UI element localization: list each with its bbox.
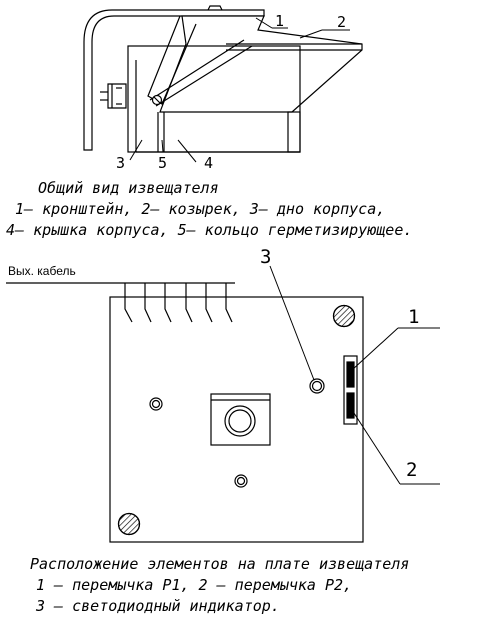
jumper-block [343,355,358,425]
callout-3-housing-bottom: 3 [116,154,125,172]
fig2-caption-line1: 1 – перемычка Р1, 2 – перемычка Р2, [36,576,352,594]
callout-2-visor: 2 [337,13,346,31]
callout-5-sealing-ring: 5 [158,154,167,172]
sensor-element [224,405,256,437]
detector-board-layout [6,265,440,543]
fig2-caption-line2: 3 – светодиодный индикатор. [35,597,280,615]
fig1-caption-line2: 4– крышка корпуса, 5– кольцо герметизиру… [6,221,412,239]
mounting-hole-bottom-left [117,512,141,536]
callout-3-led: 3 [260,246,271,268]
output-cable-label: Вых. кабель [8,264,76,278]
callout-1-jumper-p1: 1 [408,306,419,328]
board-hole-bottom-inner [236,476,246,486]
fig2-leaders [269,265,440,485]
fig2-caption-title: Расположение элементов на плате извещате… [30,555,409,573]
detector-general-view [83,5,363,163]
board-hole-left-inner [151,399,161,409]
fig1-callout-labels: 1 2 3 5 4 [116,12,346,172]
housing-cover-end [287,111,301,153]
board-hole-bottom [234,474,248,488]
board-hole-left [149,397,163,411]
fig2-caption: Расположение элементов на плате извещате… [30,555,409,615]
fig1-caption: Общий вид извещателя 1– кронштейн, 2– ко… [6,179,412,239]
bracket-top-detail [207,5,223,11]
fig1-caption-line1: 1– кронштейн, 2– козырек, 3– дно корпуса… [15,200,385,218]
callout-4-housing-cover: 4 [204,154,213,172]
sensor-frame [210,393,271,446]
jumper-p2 [346,392,355,419]
led-indicator [309,378,325,394]
callout-2-jumper-p2: 2 [406,459,417,481]
output-cable-wires [124,283,233,323]
circuit-board [109,296,364,543]
mounting-hole-top-right [332,304,356,328]
callout-1-bracket: 1 [275,12,284,30]
fig2-labels: Вых. кабель 3 1 2 [8,246,419,481]
jumper-p1 [346,361,355,388]
fig1-leaders [129,17,350,163]
fig1-caption-title: Общий вид извещателя [38,179,219,197]
